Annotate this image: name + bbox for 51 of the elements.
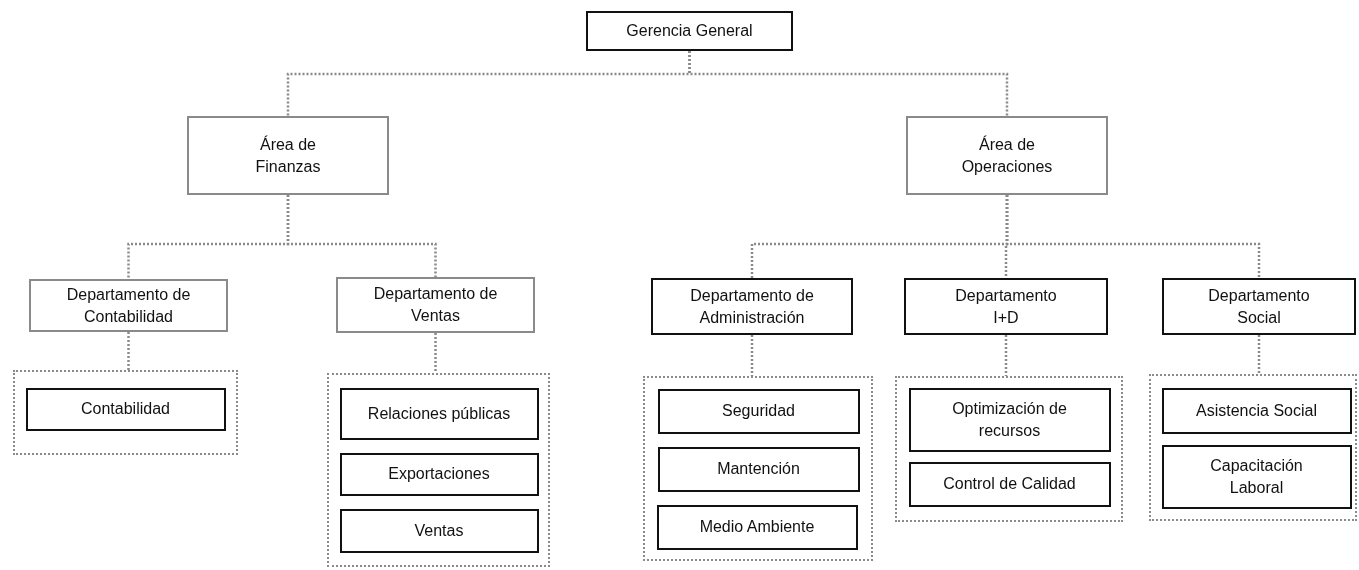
- box-label: Relaciones públicas: [367, 403, 511, 424]
- box-label: Capacitación Laboral: [1209, 455, 1304, 498]
- group-frame: [1149, 374, 1357, 521]
- box-label: Departamento I+D: [954, 285, 1058, 328]
- org-box: [656, 504, 858, 550]
- org-box: [1161, 444, 1352, 509]
- group-frame: [13, 370, 238, 455]
- connector-line: [286, 195, 437, 277]
- org-box: [336, 277, 535, 333]
- org-box: [339, 508, 539, 553]
- box-label: Departamento de Ventas: [372, 284, 499, 326]
- org-box: [1161, 387, 1352, 434]
- box-label: Control de Calidad: [943, 474, 1076, 495]
- org-box: [657, 388, 860, 434]
- connector-line: [434, 333, 437, 373]
- connector-line: [750, 335, 754, 376]
- group-frame: [895, 376, 1123, 522]
- org-box: [339, 387, 539, 440]
- box-label: Área de Operaciones: [960, 134, 1054, 177]
- box-label: Ventas: [414, 520, 464, 541]
- box-label: Seguridad: [722, 401, 795, 422]
- connector-line: [127, 332, 130, 370]
- group-frame: [643, 376, 873, 561]
- box-label: Contabilidad: [81, 399, 170, 420]
- box-label: Medio Ambiente: [699, 517, 815, 538]
- box-label: Mantención: [717, 459, 800, 480]
- org-box: [908, 387, 1111, 452]
- org-box: [25, 387, 226, 431]
- org-box: [29, 279, 228, 332]
- org-box: [908, 461, 1111, 507]
- org-box: [1162, 278, 1356, 335]
- group-frame: [327, 373, 550, 567]
- org-box: [906, 116, 1108, 195]
- box-label: Optimización de recursos: [951, 398, 1068, 441]
- box-label: Exportaciones: [388, 464, 490, 485]
- box-label: Asistencia Social: [1196, 400, 1317, 421]
- box-label: Gerencia General: [626, 21, 753, 42]
- box-label: Departamento de Contabilidad: [65, 284, 192, 327]
- org-box: [904, 278, 1108, 335]
- box-label: Departamento Social: [1207, 285, 1311, 328]
- org-box: [339, 452, 539, 496]
- connector-line: [1005, 195, 1261, 278]
- connector-line: [688, 51, 1009, 116]
- org-box: [586, 11, 793, 51]
- box-label: Departamento de Administración: [689, 285, 815, 328]
- org-box: [657, 446, 860, 492]
- box-label: Área de Finanzas: [254, 134, 322, 177]
- connector-line: [1257, 335, 1261, 374]
- org-box: [651, 278, 853, 335]
- connector-line: [1004, 335, 1008, 376]
- org-box: [187, 116, 389, 195]
